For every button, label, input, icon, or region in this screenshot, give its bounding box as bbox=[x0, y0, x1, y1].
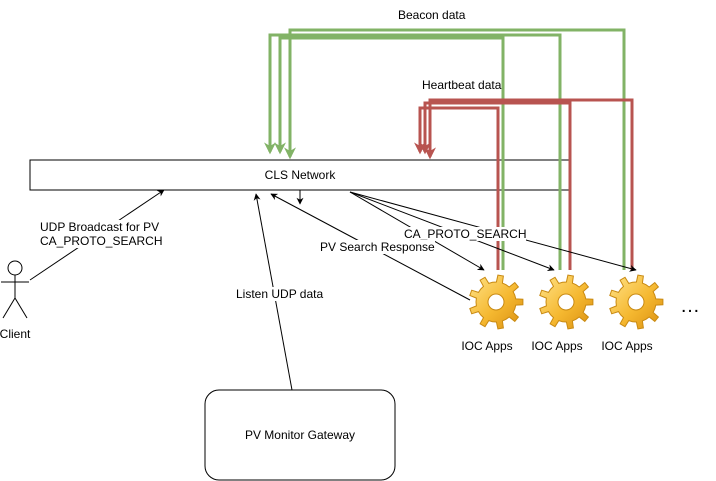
pv-monitor-gateway-box bbox=[204, 389, 396, 481]
ioc-apps-label-2: IOC Apps bbox=[531, 339, 583, 353]
cls-network-box bbox=[29, 159, 571, 191]
ellipsis-label: … bbox=[680, 295, 700, 317]
heartbeat-data-label: Heartbeat data bbox=[422, 78, 502, 92]
cls-network-label: CLS Network bbox=[264, 168, 336, 182]
ioc-apps-label-1: IOC Apps bbox=[461, 339, 513, 353]
beacon-data-label: Beacon data bbox=[398, 8, 466, 22]
beacon-line-2 bbox=[264, 33, 562, 270]
listen-udp-label: Listen UDP data bbox=[236, 287, 324, 301]
heartbeat-line-2 bbox=[419, 101, 572, 270]
udp-broadcast-line-1: UDP Broadcast for PV bbox=[40, 220, 160, 234]
pv-search-response-label: PV Search Response bbox=[320, 240, 435, 254]
udp-broadcast-label: UDP Broadcast for PV CA_PROTO_SEARCH bbox=[40, 220, 163, 248]
gateway-label: PV Monitor Gateway bbox=[244, 428, 356, 442]
heartbeat-lines bbox=[414, 98, 634, 270]
gear-icon bbox=[539, 274, 594, 330]
udp-broadcast-line-2: CA_PROTO_SEARCH bbox=[40, 234, 163, 248]
ioc-apps-label-3: IOC Apps bbox=[601, 339, 653, 353]
beacon-line-3 bbox=[284, 28, 626, 270]
gear-icon bbox=[609, 274, 664, 330]
gear-icon bbox=[469, 274, 524, 330]
ioc-gears bbox=[469, 274, 664, 330]
beacon-lines bbox=[264, 28, 626, 270]
stick-figure-icon bbox=[1, 260, 29, 319]
ca-proto-search-label: CA_PROTO_SEARCH bbox=[404, 227, 527, 241]
heartbeat-line-3 bbox=[424, 98, 634, 270]
heartbeat-line-1 bbox=[414, 106, 500, 270]
client-label: Client bbox=[0, 327, 31, 341]
beacon-line-1 bbox=[274, 36, 505, 270]
